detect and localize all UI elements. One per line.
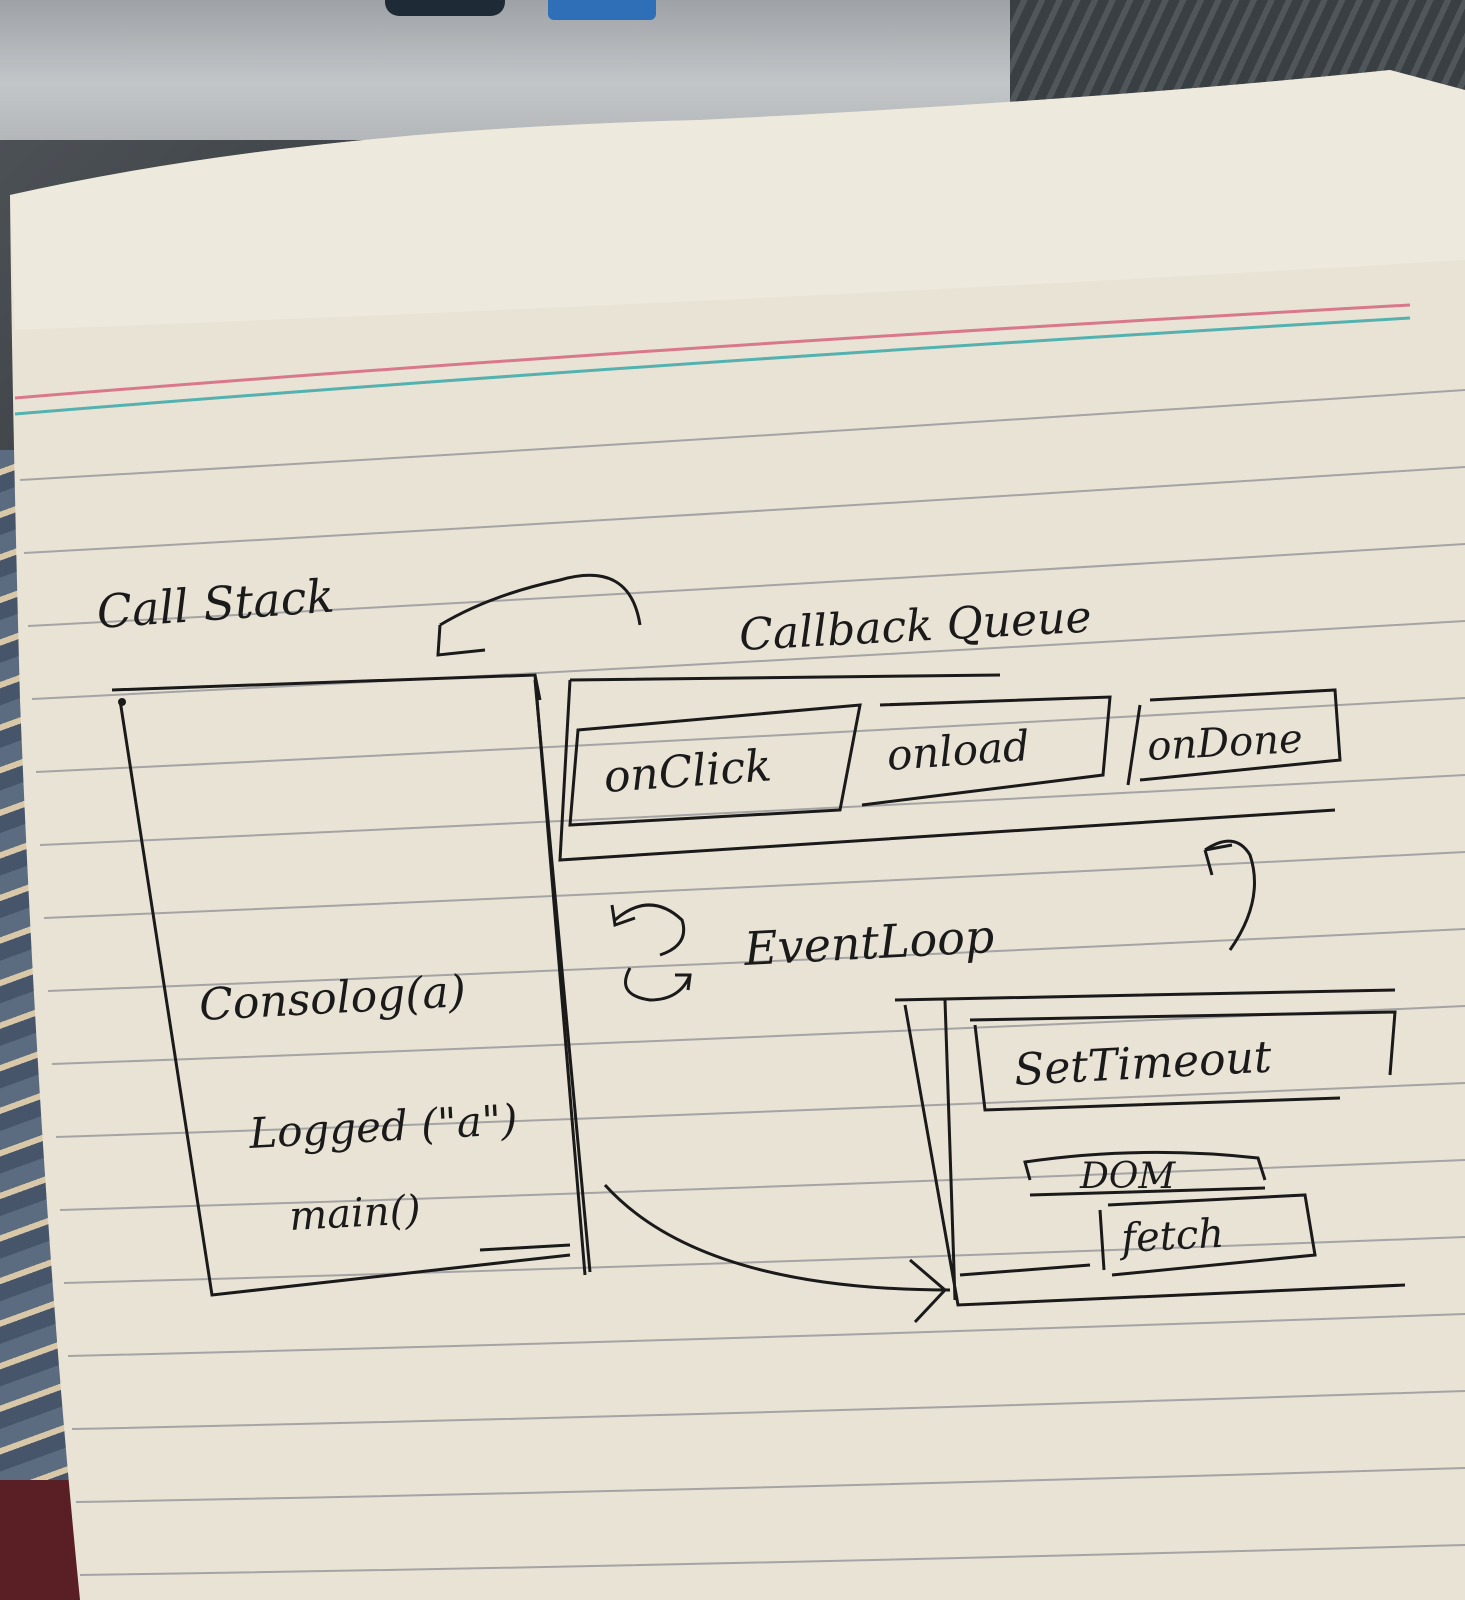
call-stack-box bbox=[111, 673, 587, 1297]
web-apis-box bbox=[894, 988, 1406, 1307]
web-api-box-1 bbox=[969, 1010, 1397, 1112]
queue-to-stack-arrow bbox=[439, 573, 642, 627]
web-api-box-2 bbox=[1023, 1150, 1267, 1181]
queue-item-box-2 bbox=[861, 695, 1112, 807]
ruled-line bbox=[23, 466, 1465, 554]
ruled-line bbox=[79, 1544, 1465, 1576]
ruled-line bbox=[75, 1467, 1465, 1503]
ruled-line bbox=[39, 774, 1465, 846]
laptop-sticker-dark bbox=[385, 0, 505, 16]
webapi-to-queue-arrow bbox=[1204, 839, 1256, 951]
stack-to-webapi-arrow bbox=[603, 1183, 951, 1292]
queue-item-3: onDone bbox=[1146, 716, 1304, 770]
event-loop-label: EventLoop bbox=[742, 909, 996, 976]
queue-item-box-1 bbox=[568, 703, 862, 827]
ruled-line bbox=[67, 1313, 1465, 1357]
ruled-line bbox=[31, 620, 1465, 700]
ruled-line bbox=[27, 543, 1465, 627]
ruled-line bbox=[47, 928, 1465, 992]
ruled-line bbox=[19, 389, 1465, 481]
event-loop-icon bbox=[610, 903, 692, 1002]
queue-item-1: onClick bbox=[602, 740, 773, 803]
queue-item-box-3 bbox=[1126, 688, 1342, 786]
margin-line-teal bbox=[14, 316, 1411, 416]
ruled-line bbox=[35, 697, 1465, 773]
margin-line-red bbox=[14, 303, 1411, 400]
ruled-line bbox=[43, 851, 1465, 919]
ruled-line bbox=[59, 1159, 1465, 1211]
web-api-box-3 bbox=[1098, 1193, 1317, 1277]
ruled-line bbox=[71, 1390, 1465, 1430]
call-stack-item-3: main() bbox=[288, 1187, 422, 1240]
queue-item-2: onload bbox=[885, 721, 1031, 780]
laptop-sticker-blue bbox=[548, 0, 656, 20]
web-api-item-3: fetch bbox=[1117, 1211, 1225, 1262]
callback-queue-box bbox=[558, 673, 1336, 862]
ruled-line bbox=[55, 1082, 1465, 1138]
